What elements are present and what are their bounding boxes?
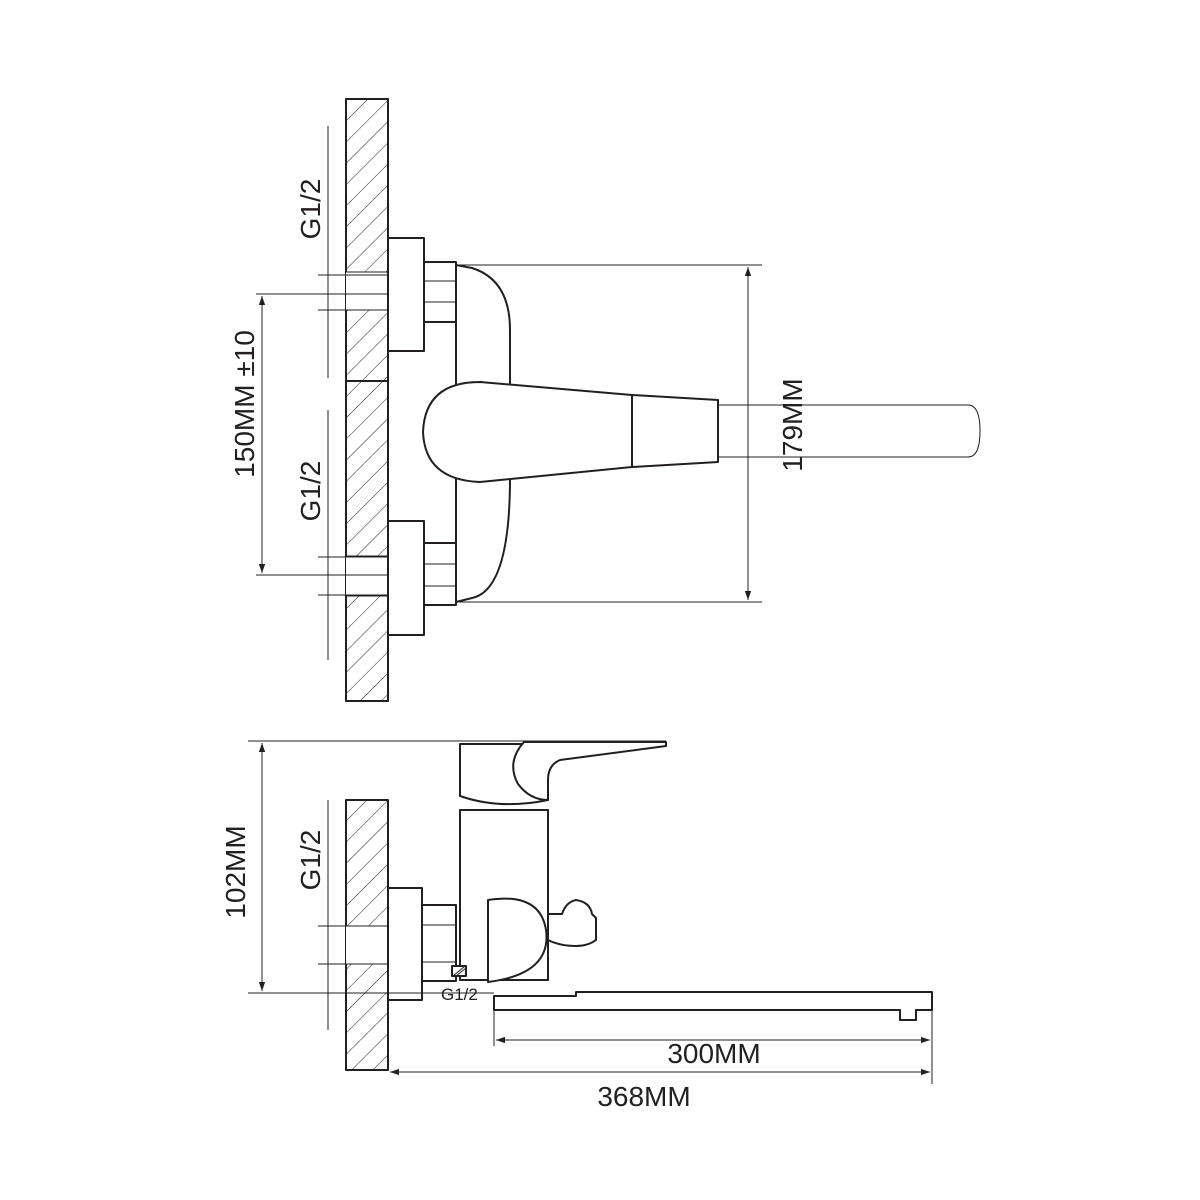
escutcheon-top: [387, 237, 425, 352]
spout-outline-front: [718, 404, 981, 458]
escutcheon-bottom: [387, 520, 425, 636]
spout-side: [493, 991, 933, 1021]
lever-grip-front: [631, 394, 719, 468]
dimension-150mm-label: 150MM ±10: [229, 330, 260, 478]
lever-handle-front: [422, 381, 633, 483]
dimension-300mm-label: 300MM: [667, 1038, 760, 1069]
thread-label-side: G1/2: [295, 830, 326, 891]
side-view: G1/2 102MM G1/2 300MM 368MM: [220, 740, 933, 1112]
front-view: 150MM ±10 179MM G1/2 G1/2: [229, 98, 981, 702]
dimension-102mm: 102MM: [220, 740, 666, 994]
wall-section-side: [345, 799, 389, 1071]
dimension-102mm-label: 102MM: [220, 825, 251, 918]
lever-handle-side: [512, 741, 667, 801]
dimension-300mm: 300MM: [493, 1010, 933, 1084]
dimension-368mm-label: 368MM: [597, 1081, 690, 1112]
thread-label-outlet: G1/2: [441, 985, 478, 1004]
diverter-knob-side: [547, 899, 597, 947]
thread-label-top: G1/2: [295, 179, 326, 240]
dimension-150mm: 150MM ±10: [229, 293, 388, 576]
diverter-body-side: [487, 897, 548, 983]
inlet-pipe-side: [318, 800, 388, 1030]
inlet-pipes-front: [318, 126, 388, 660]
dimension-179mm-label: 179MM: [777, 378, 808, 471]
outlet-fitting-side: [451, 965, 467, 977]
dimension-179mm: 179MM: [456, 264, 808, 603]
hex-nut-top: [423, 261, 457, 323]
escutcheon-side: [387, 887, 423, 1001]
hex-nut-bottom: [423, 542, 457, 606]
thread-label-bottom: G1/2: [295, 461, 326, 522]
hex-nut-side: [421, 904, 457, 982]
dimension-368mm: 368MM: [390, 1068, 930, 1112]
wall-section-front: [345, 98, 389, 702]
